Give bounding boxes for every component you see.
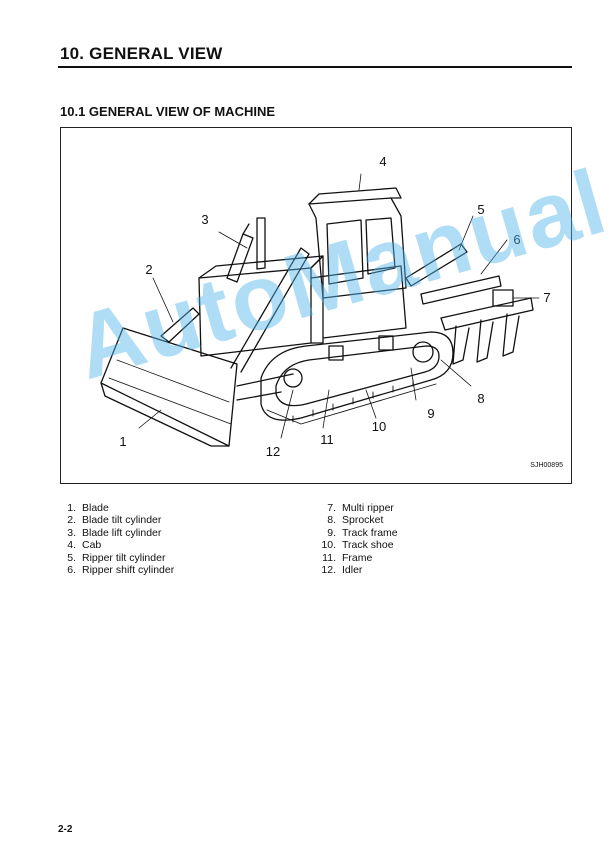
callout-11: 11: [320, 432, 334, 447]
callout-1: 1: [119, 434, 126, 449]
ripper-shank-2: [476, 319, 494, 363]
blade-edge-detail: [108, 359, 232, 425]
title-divider: [58, 66, 572, 68]
legend-label: Ripper tilt cylinder: [82, 551, 166, 564]
cab-window-side: [365, 217, 396, 275]
legend-number: 4.: [67, 539, 76, 552]
page-title: 10. GENERAL VIEW: [60, 44, 223, 63]
legend-item: 6. Ripper shift cylinder: [58, 564, 174, 576]
exhaust-stack: [256, 217, 266, 270]
callout-2: 2: [145, 262, 152, 277]
legend-item: 12. Idler: [318, 564, 398, 576]
legend-number: 5.: [67, 551, 76, 564]
legend-number: 1.: [67, 502, 76, 514]
push-frame: [236, 373, 294, 401]
track-inner: [275, 345, 440, 407]
legend-label: Multi ripper: [342, 502, 394, 514]
legend-number: 2.: [67, 514, 76, 527]
blade-lift-cylinder-body: [226, 233, 254, 283]
callout-10: 10: [372, 419, 386, 434]
legend-number: 6.: [67, 564, 76, 577]
legend-number: 8.: [327, 514, 336, 527]
legend-number: 10.: [321, 539, 336, 552]
blade-lift-cylinder-rod: [242, 223, 250, 235]
section-title: 10.1 GENERAL VIEW OF MACHINE: [60, 104, 276, 119]
legend-item: 11. Frame: [318, 552, 398, 564]
legend-number: 7.: [327, 502, 336, 514]
lift-arm: [230, 247, 310, 373]
callout-4: 4: [379, 154, 386, 169]
body-main: [310, 255, 407, 344]
track-frame-bracket: [328, 345, 344, 361]
figure-code: SJH00895: [530, 462, 563, 469]
legend-item: 8. Sprocket: [318, 514, 398, 526]
cab-roof: [308, 187, 402, 205]
blade-face: [100, 327, 238, 447]
ripper-beam: [440, 297, 534, 331]
blade-side: [100, 382, 230, 447]
callout-7: 7: [543, 290, 550, 305]
legend-label: Frame: [342, 551, 373, 564]
legend-label: Sprocket: [342, 514, 384, 527]
legend-label: Blade: [82, 502, 109, 514]
legend-item: 1. Blade: [58, 502, 174, 514]
legend-number: 11.: [322, 551, 336, 564]
leader-lines: [138, 173, 540, 439]
legend-item: 7. Multi ripper: [318, 502, 398, 514]
machine-figure: 4 3 2 5 6 7 8 9 10 11 12 1 SJH00895: [60, 127, 572, 484]
page-number: 2-2: [58, 824, 73, 835]
cab-window-front: [326, 219, 364, 285]
legend-label: Ripper shift cylinder: [82, 564, 175, 577]
legend-number: 9.: [327, 526, 336, 539]
legend-left: 1. Blade 2. Blade tilt cylinder 3. Blade li…: [58, 502, 174, 576]
bulldozer-illustration: 4 3 2 5 6 7 8 9 10 11 12 1: [100, 154, 551, 459]
legend-label: Cab: [82, 539, 102, 552]
legend-item: 10. Track shoe: [318, 539, 398, 551]
legend-label: Blade lift cylinder: [82, 526, 162, 539]
callout-8: 8: [477, 391, 484, 406]
ripper-shank-3: [502, 313, 520, 357]
legend-label: Track frame: [342, 526, 398, 539]
legend-item: 4. Cab: [58, 539, 174, 551]
legend-right: 7.Multi ripper 8.Sprocket 9.Track frame …: [318, 502, 398, 576]
track-outline: [260, 331, 454, 421]
ripper-shift-cylinder: [420, 275, 502, 305]
callout-3: 3: [201, 212, 208, 227]
legend-item: 5. Ripper tilt cylinder: [58, 552, 174, 564]
track-frame-bracket-2: [378, 335, 394, 351]
legend-item: 9. Track frame: [318, 526, 398, 539]
ripper-tilt-cylinder: [405, 243, 468, 287]
legend-number: 3.: [67, 526, 76, 539]
blade-tilt-cylinder: [160, 307, 200, 343]
legend-label: Track shoe: [342, 539, 394, 552]
ripper-shank-1: [452, 325, 470, 365]
legend-label: Idler: [342, 564, 363, 577]
hood-top: [198, 255, 324, 279]
legend-label: Blade tilt cylinder: [82, 514, 162, 527]
legend-number: 12.: [321, 564, 336, 577]
idler-wheel: [283, 368, 303, 388]
engine-hood: [198, 267, 312, 357]
legend-item: 3. Blade lift cylinder: [58, 527, 174, 539]
callout-12: 12: [266, 444, 280, 459]
callout-5: 5: [477, 202, 484, 217]
callout-9: 9: [427, 406, 434, 421]
legend-item: 2. Blade tilt cylinder: [58, 514, 174, 526]
callout-6: 6: [513, 232, 520, 247]
sprocket-wheel: [412, 341, 434, 363]
